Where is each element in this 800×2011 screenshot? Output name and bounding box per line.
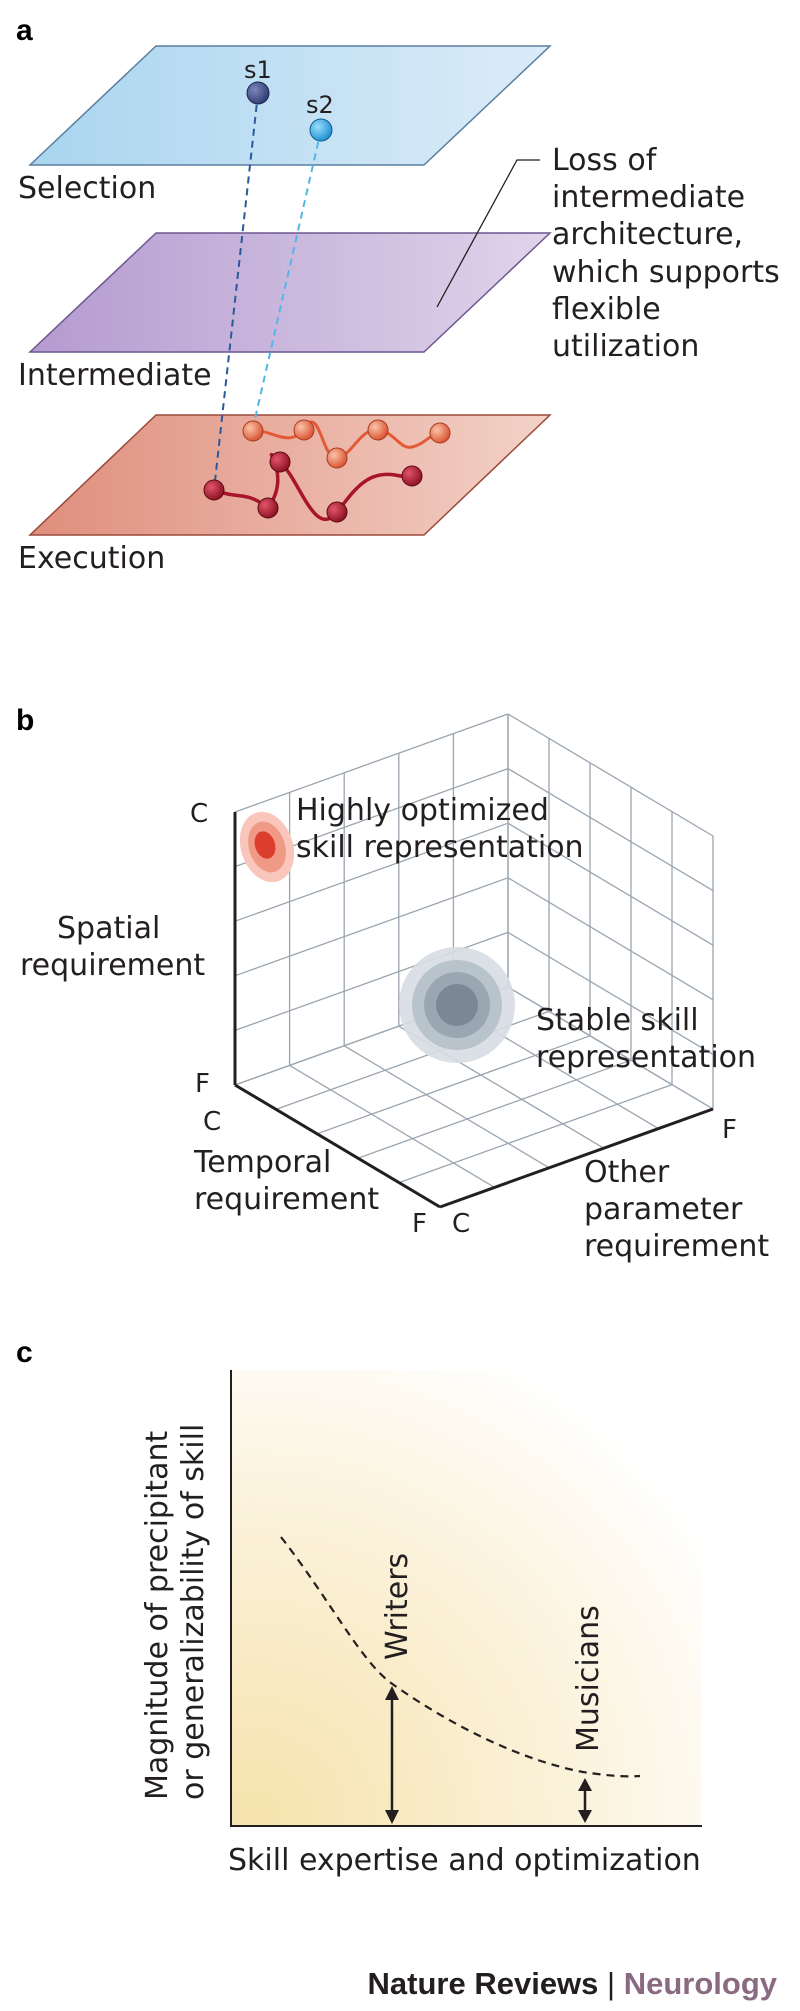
s2-node <box>309 118 333 142</box>
s1-label: s1 <box>244 56 272 84</box>
temporal-far-letter: F <box>412 1209 427 1239</box>
stable-skill-label: Stable skill <box>536 1003 699 1038</box>
trajectory-node <box>429 422 451 444</box>
musicians-arrow <box>578 1778 592 1823</box>
spatial-axis-title: requirement <box>20 948 205 983</box>
journal-name: Nature Reviews <box>368 1966 599 2001</box>
temporal-near-letter: C <box>203 1107 221 1137</box>
panel-b: b C F C F C F Spatial requirement Tempo <box>16 704 769 1264</box>
other-parameter-axis <box>439 1107 714 1209</box>
optimized-skill-blob <box>239 811 295 883</box>
grid-line <box>507 713 714 837</box>
selection-label: Selection <box>18 171 156 206</box>
grid-line <box>316 1035 591 1135</box>
s1-node <box>246 81 270 105</box>
annotation-line: which supports <box>552 255 780 290</box>
annotation-text: Loss of intermediate architecture, which… <box>552 143 780 364</box>
grid-line <box>343 1045 550 1169</box>
arrow-head-down-icon <box>578 1810 592 1823</box>
annotation-leader-line <box>436 159 540 308</box>
footer-separator: | <box>598 1966 623 2001</box>
grid-line <box>289 1064 495 1188</box>
grid-line <box>357 1059 632 1159</box>
stable-blob-core <box>436 984 478 1026</box>
other-far-letter: F <box>722 1115 737 1145</box>
writers-label: Writers <box>380 1553 415 1660</box>
trajectory-node <box>326 447 348 469</box>
panel-a-letter: a <box>16 14 33 47</box>
annotation-line: Loss of <box>552 143 658 178</box>
trajectory-node <box>269 451 291 473</box>
other-axis-title: Other <box>584 1155 670 1190</box>
panel-c-letter: c <box>16 1336 33 1369</box>
y-axis-label: or generalizability of skill <box>176 1424 211 1800</box>
other-near-letter: C <box>452 1209 470 1239</box>
writers-arrow <box>385 1686 399 1824</box>
grid-line <box>234 822 509 922</box>
x-axis-label: Skill expertise and optimization <box>228 1843 701 1878</box>
stable-skill-label: representation <box>536 1040 756 1075</box>
arrow-head-up-icon <box>578 1778 592 1791</box>
intermediate-plane <box>28 232 552 353</box>
grid-line <box>507 986 714 1110</box>
trajectory-node <box>242 420 264 442</box>
s1-link-line <box>213 92 259 491</box>
optimized-blob-core <box>254 831 276 859</box>
s2-label: s2 <box>306 91 334 119</box>
grid-line <box>398 1083 673 1184</box>
temporal-axis-title: requirement <box>194 1182 379 1217</box>
trajectory-node <box>326 501 348 523</box>
y-axis-label: Magnitude of precipitant <box>140 1431 175 1800</box>
trajectory-node <box>401 465 423 487</box>
annotation-line: flexible <box>552 292 661 327</box>
selection-plane <box>28 45 552 166</box>
grid-line <box>234 713 509 813</box>
temporal-axis-title: Temporal <box>193 1145 331 1180</box>
trajectory-node <box>203 479 225 501</box>
arrow-head-up-icon <box>385 1686 399 1700</box>
arrow-head-down-icon <box>385 1810 399 1824</box>
spatial-top-letter: C <box>190 799 208 829</box>
execution-label: Execution <box>18 541 165 576</box>
annotation-line: architecture, <box>552 217 743 252</box>
trajectory-node <box>293 419 315 441</box>
annotation-line: utilization <box>552 329 699 364</box>
musicians-label: Musicians <box>571 1605 606 1752</box>
s2-link-line <box>251 129 322 433</box>
optimized-skill-label: skill representation <box>296 830 584 865</box>
grid-line <box>507 822 714 946</box>
grid-line <box>507 768 714 892</box>
stable-skill-blob <box>399 947 515 1063</box>
temporal-axis <box>234 1083 441 1209</box>
panel-b-letter: b <box>16 704 34 737</box>
grid-line <box>507 931 714 1055</box>
journal-credit: Nature Reviews | Neurology <box>368 1966 778 2001</box>
spatial-bottom-letter: F <box>195 1069 210 1099</box>
optimized-skill-label: Highly optimized <box>296 793 549 828</box>
dashed-curve <box>280 1536 641 1778</box>
annotation-line: intermediate <box>552 180 745 215</box>
grid-line <box>234 877 509 977</box>
trajectory-node <box>367 419 389 441</box>
journal-footer: Nature Reviews | Neurology <box>368 1966 778 2001</box>
panel-c: c Writers Musicians Magnitude of precipi… <box>16 1336 702 1878</box>
journal-section: Neurology <box>624 1966 778 2001</box>
other-axis-title: requirement <box>584 1229 769 1264</box>
grid-line <box>507 877 714 1001</box>
panel-c-background <box>231 1370 701 1825</box>
spatial-axis-title: Spatial <box>57 911 160 946</box>
intermediate-label: Intermediate <box>18 358 212 393</box>
trajectory-node <box>257 497 279 519</box>
other-axis-title: parameter <box>584 1192 743 1227</box>
panel-a: a s1 s2 Selection Intermediate Execution <box>16 14 780 576</box>
